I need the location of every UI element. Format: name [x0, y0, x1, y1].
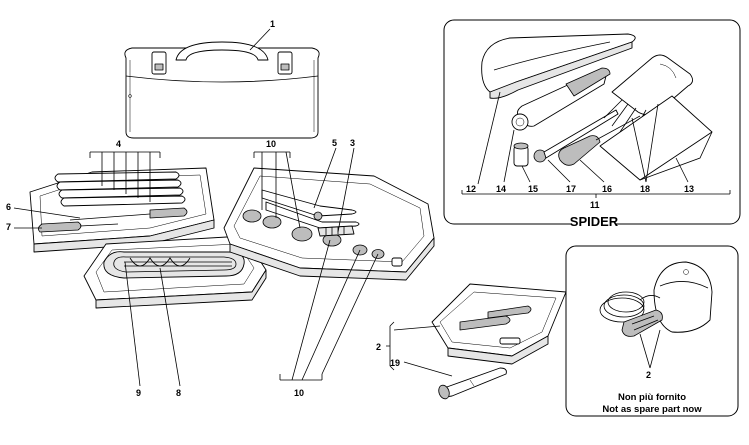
callout-1: 1 [270, 19, 275, 29]
cable-bag [653, 261, 713, 333]
callout-11: 11 [590, 200, 600, 210]
spider-screwdriver-long [533, 109, 619, 163]
screwdriver-handle [38, 221, 119, 233]
spider-label: SPIDER [570, 214, 619, 229]
callout-6: 6 [6, 202, 11, 212]
ratchet-handle [511, 67, 611, 131]
note-line-1: Non più fornito [618, 392, 686, 403]
callout-10-top: 10 [266, 139, 276, 149]
socket-tray [223, 167, 435, 281]
flashlight [438, 367, 507, 400]
callout-3: 3 [350, 138, 355, 148]
callout-10-bottom: 10 [294, 388, 304, 398]
tool-case [431, 283, 567, 365]
callout-9: 9 [136, 388, 141, 398]
extension-bar [317, 225, 355, 237]
callout-2-case: 2 [376, 342, 381, 352]
wrench-tray [29, 167, 215, 253]
callout-18: 18 [640, 184, 650, 194]
callout-13: 13 [684, 184, 694, 194]
callout-8: 8 [176, 388, 181, 398]
callout-2-cable: 2 [646, 370, 651, 380]
cable-coil [599, 291, 661, 323]
callout-12: 12 [466, 184, 476, 194]
note-line-2: Not as spare part now [602, 404, 702, 415]
spider-socket [513, 142, 529, 167]
callout-19: 19 [390, 358, 400, 368]
callout-17: 17 [566, 184, 576, 194]
callout-4: 4 [116, 139, 121, 149]
callout-5: 5 [332, 138, 337, 148]
spider-kit-panel: 12 14 15 17 16 18 13 11 [443, 19, 741, 225]
callout-14: 14 [496, 184, 506, 194]
connector [621, 309, 663, 337]
tool-pouch [481, 33, 636, 99]
tool-bag [124, 41, 320, 139]
callout-15: 15 [528, 184, 538, 194]
cable-panel: 2 [565, 245, 739, 417]
mat [599, 95, 713, 181]
open-end-wrenches [54, 171, 186, 207]
callout-16: 16 [602, 184, 612, 194]
strap-tray [83, 235, 267, 309]
screwdriver-tray [69, 207, 188, 221]
tow-strap [103, 251, 245, 279]
callout-7: 7 [6, 222, 11, 232]
